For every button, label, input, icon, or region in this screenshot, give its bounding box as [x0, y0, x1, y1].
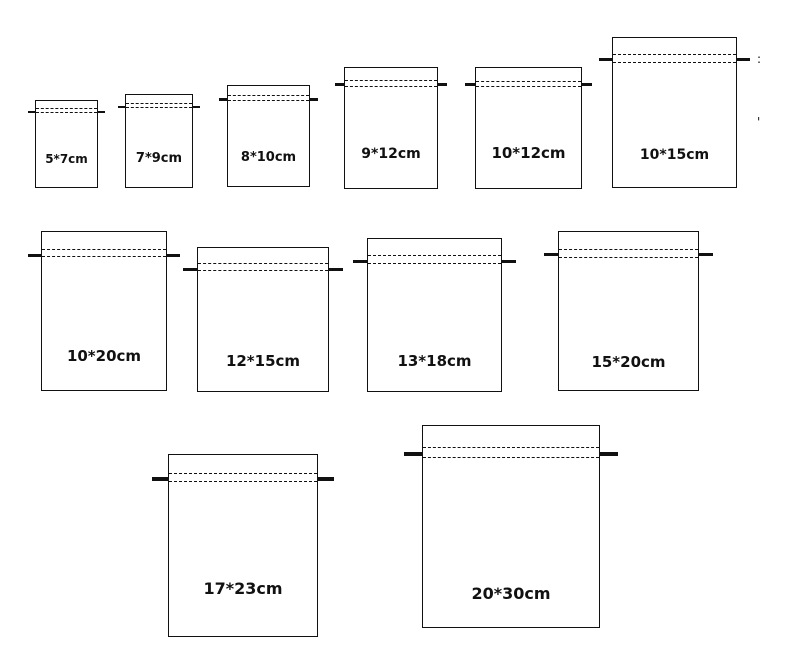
bag-size-label: 17*23cm — [203, 579, 283, 598]
cord-left — [118, 106, 126, 108]
bag-15x20: 15*20cm — [544, 231, 713, 391]
drawstring-channel-bottom — [368, 263, 501, 264]
drawstring-channel-top — [368, 255, 501, 256]
cord-left — [353, 260, 368, 263]
drawstring-channel-bottom — [476, 86, 581, 87]
bag-5x7: 5*7cm — [28, 100, 105, 188]
edge-mark-colon: : — [757, 52, 762, 66]
drawstring-channel-bottom — [42, 256, 166, 257]
bag-size-label: 10*12cm — [491, 144, 566, 162]
drawstring-channel-top — [228, 95, 309, 96]
bag-12x15: 12*15cm — [183, 247, 343, 392]
bag-size-label: 9*12cm — [361, 146, 421, 162]
drawstring-channel-top — [198, 263, 328, 264]
drawstring-channel-bottom — [169, 481, 317, 482]
cord-right — [309, 98, 318, 101]
bag-size-label: 10*20cm — [66, 347, 142, 365]
cord-right — [501, 260, 516, 263]
cord-right — [192, 106, 200, 108]
cord-right — [317, 477, 334, 481]
bag-9x12: 9*12cm — [335, 67, 447, 189]
drawstring-channel-top — [169, 473, 317, 474]
cord-right — [166, 254, 180, 257]
bag-size-label: 8*10cm — [240, 150, 297, 165]
drawstring-channel-top — [559, 249, 698, 250]
cord-right — [328, 268, 343, 271]
bag-size-label: 7*9cm — [135, 151, 183, 166]
drawstring-channel-top — [476, 81, 581, 82]
cord-left — [335, 83, 345, 86]
bag-size-label: 5*7cm — [45, 152, 88, 166]
cord-left — [28, 111, 36, 113]
drawstring-channel-top — [42, 249, 166, 250]
bag-size-label: 12*15cm — [225, 352, 301, 370]
drawstring-channel-bottom — [613, 62, 736, 63]
bag-size-label: 13*18cm — [397, 352, 472, 370]
bag-size-label: 20*30cm — [471, 584, 551, 603]
drawstring-channel-top — [423, 447, 599, 448]
edge-mark-tick: ' — [757, 115, 761, 129]
bag-8x10: 8*10cm — [219, 85, 318, 187]
drawstring-channel-bottom — [423, 457, 599, 458]
bag-size-label: 10*15cm — [639, 147, 710, 163]
drawstring-channel-top — [126, 103, 192, 104]
drawstring-channel-top — [613, 54, 736, 55]
cord-right — [698, 253, 713, 256]
cord-right — [581, 83, 592, 86]
cord-left — [404, 452, 423, 456]
drawstring-channel-bottom — [198, 270, 328, 271]
cord-left — [599, 58, 613, 61]
cord-left — [28, 254, 42, 257]
bag-20x30: 20*30cm — [404, 425, 618, 628]
cord-right — [437, 83, 447, 86]
drawstring-channel-top — [345, 80, 437, 81]
cord-left — [183, 268, 198, 271]
drawstring-channel-bottom — [126, 107, 192, 108]
cord-right — [599, 452, 618, 456]
drawstring-channel-bottom — [559, 257, 698, 258]
cord-left — [219, 98, 228, 101]
bag-size-label: 15*20cm — [591, 353, 666, 371]
bag-10x12: 10*12cm — [465, 67, 592, 189]
bag-7x9: 7*9cm — [118, 94, 200, 188]
cord-right — [97, 111, 105, 113]
cord-left — [152, 477, 169, 481]
cord-right — [736, 58, 750, 61]
bag-13x18: 13*18cm — [353, 238, 516, 392]
bag-10x15: 10*15cm — [599, 37, 750, 188]
bag-10x20: 10*20cm — [28, 231, 180, 391]
cord-left — [544, 253, 559, 256]
drawstring-channel-bottom — [228, 100, 309, 101]
drawstring-channel-bottom — [345, 86, 437, 87]
cord-left — [465, 83, 476, 86]
bag-17x23: 17*23cm — [152, 454, 334, 637]
drawstring-channel-bottom — [36, 112, 97, 113]
drawstring-channel-top — [36, 108, 97, 109]
